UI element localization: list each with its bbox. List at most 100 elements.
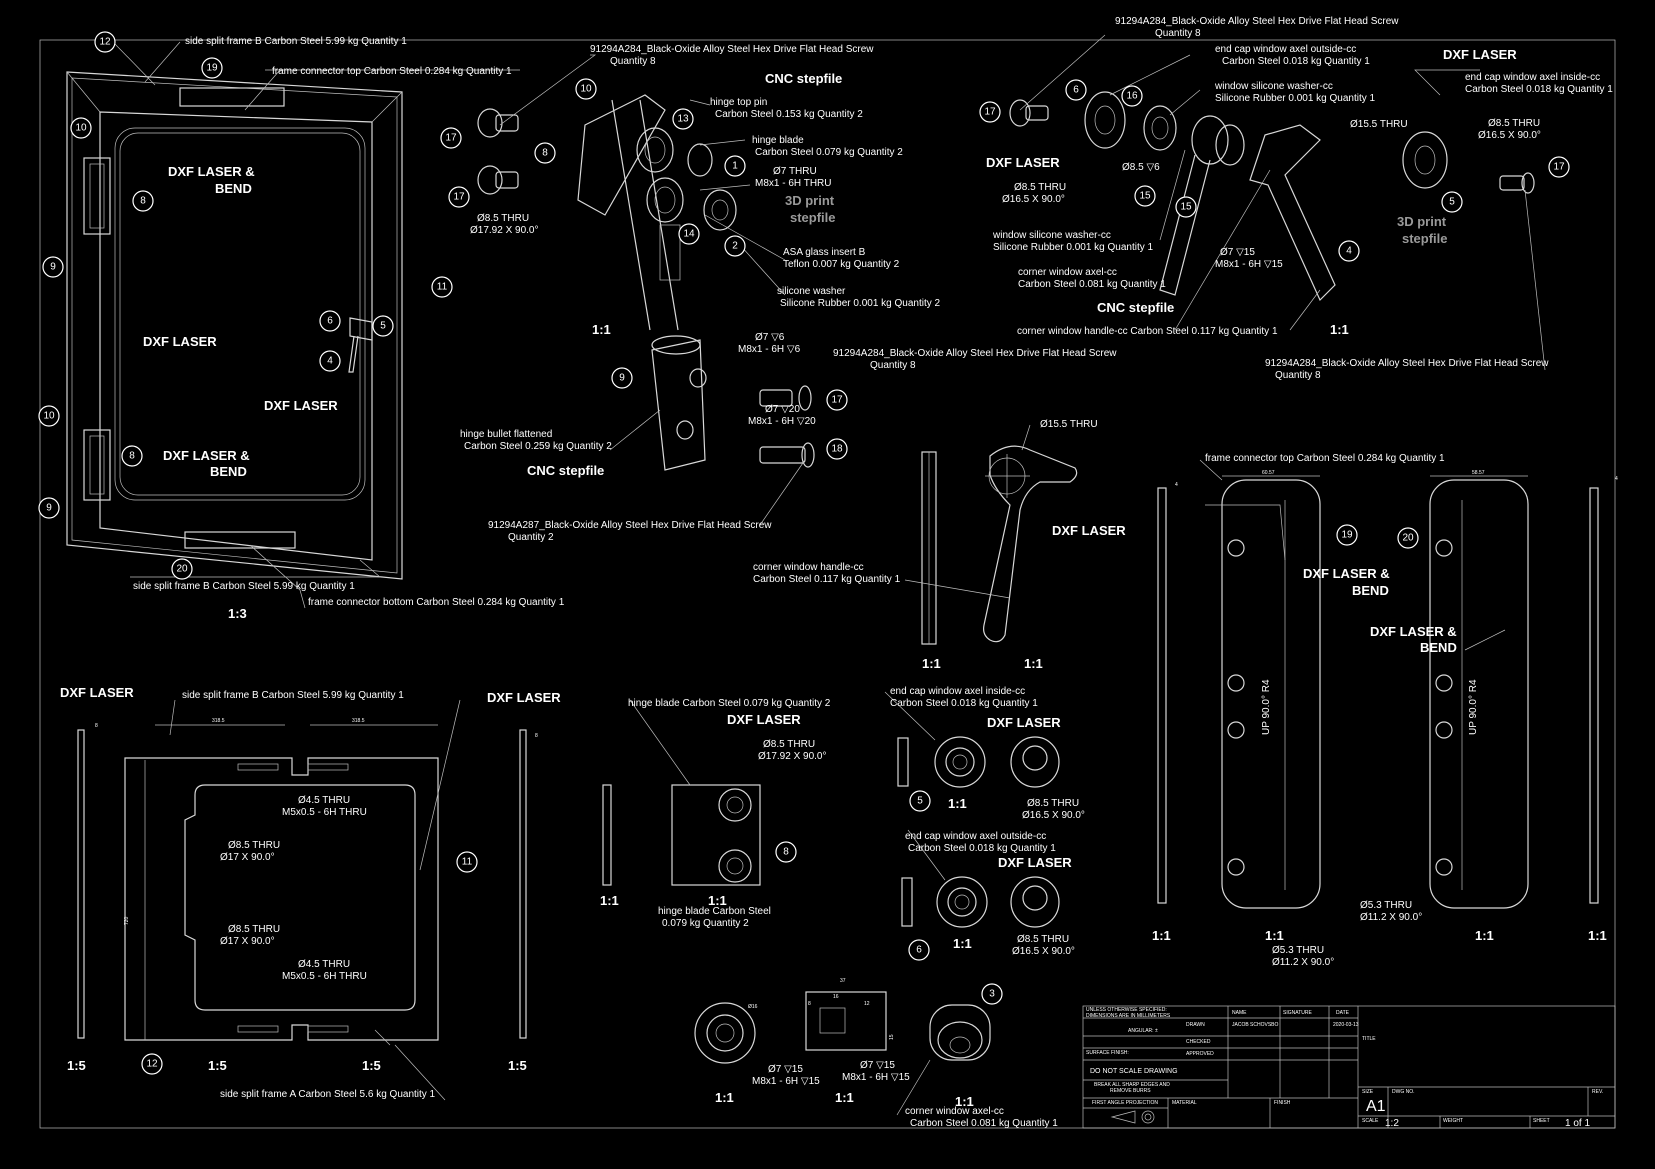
- process-label: DXF LASER: [487, 690, 561, 705]
- hole-callout: Ø16.5 X 90.0°: [1022, 810, 1085, 821]
- dimensions: 318.5 318.5 720 8 8 4 4 60.57 58.57 37 1…: [95, 470, 1618, 1040]
- balloon: 16: [1121, 85, 1143, 107]
- hole-callout: Ø15.5 THRU: [1350, 119, 1408, 130]
- note: window silicone washer-cc: [992, 230, 1111, 241]
- note: hinge top pin: [710, 97, 767, 108]
- tb-weight: WEIGHT: [1443, 1118, 1463, 1124]
- scale-label: 1:1: [715, 1090, 734, 1105]
- note: 91294A287_Black-Oxide Alloy Steel Hex Dr…: [488, 520, 772, 531]
- scale-label: 1:1: [922, 656, 941, 671]
- dimension: Ø16: [748, 1004, 758, 1010]
- balloon: 15: [1175, 196, 1197, 218]
- process-label: BEND: [215, 181, 252, 196]
- note: Quantity 2: [508, 532, 554, 543]
- svg-text:20: 20: [176, 564, 188, 575]
- note: 91294A284_Black-Oxide Alloy Steel Hex Dr…: [1265, 358, 1549, 369]
- hinge-blade-views: [602, 784, 761, 886]
- svg-text:12: 12: [99, 37, 111, 48]
- dimension: 720: [124, 916, 130, 925]
- svg-text:6: 6: [327, 316, 333, 327]
- scale-label: 1:1: [708, 893, 727, 908]
- dimension: 8: [95, 723, 98, 729]
- process-label: DXF LASER: [1443, 47, 1517, 62]
- balloon: 11: [431, 276, 453, 298]
- tb-angular: ANGULAR: ±: [1128, 1028, 1158, 1034]
- tb-scale: 1:2: [1385, 1118, 1399, 1129]
- balloons: 12 19 10 8 9 11 6 5 4 10 8 9 20 17 17 8 …: [38, 31, 1570, 1075]
- balloon: 10: [70, 117, 92, 139]
- scale-label: 1:1: [1024, 656, 1043, 671]
- hole-callout: Ø8.5 THRU: [763, 739, 815, 750]
- note: Quantity 8: [1155, 28, 1201, 39]
- hole-callout: Ø4.5 THRU: [298, 959, 350, 970]
- balloon: 19: [1336, 524, 1358, 546]
- note: corner window axel-cc: [1018, 267, 1117, 278]
- process-labels: DXF LASER & BEND DXF LASER DXF LASER DXF…: [60, 47, 1517, 870]
- svg-text:10: 10: [580, 84, 592, 95]
- balloon: 5: [1441, 191, 1463, 213]
- scale-label: 1:1: [835, 1090, 854, 1105]
- scale-label: 1:1: [1152, 928, 1171, 943]
- scale-label: 1:5: [208, 1058, 227, 1073]
- balloon: 10: [575, 78, 597, 100]
- process-label: DXF LASER: [727, 712, 801, 727]
- note: Silicone Rubber 0.001 kg Quantity 2: [780, 298, 941, 309]
- scale-label: 1:1: [948, 796, 967, 811]
- end-cap-views: [897, 736, 1060, 928]
- print-label: 3D print: [785, 193, 835, 208]
- process-label: DXF LASER: [60, 685, 134, 700]
- balloon: 19: [201, 57, 223, 79]
- hole-callout: Ø7 ▽15: [768, 1064, 803, 1075]
- hole-callout: Ø7 ▽15: [860, 1060, 895, 1071]
- process-label: DXF LASER: [143, 334, 217, 349]
- dimension: 15: [889, 1034, 895, 1040]
- balloon: 20: [1397, 527, 1419, 549]
- process-label: DXF LASER: [986, 155, 1060, 170]
- hole-callout: M5x0.5 - 6H THRU: [282, 807, 367, 818]
- process-label: DXF LASER: [998, 855, 1072, 870]
- balloon: 9: [38, 497, 60, 519]
- bend-note: UP 90.0° R4: [1261, 679, 1272, 735]
- hole-callout: M8x1 - 6H ▽15: [842, 1072, 910, 1083]
- dimension: 60.57: [1262, 470, 1275, 476]
- tb-col: NAME: [1232, 1010, 1247, 1016]
- hole-callout: Ø17.92 X 90.0°: [470, 225, 539, 236]
- tb-col: SIGNATURE: [1283, 1010, 1312, 1016]
- svg-text:10: 10: [43, 411, 55, 422]
- balloon: 9: [611, 367, 633, 389]
- svg-text:4: 4: [327, 356, 333, 367]
- process-label: BEND: [1420, 640, 1457, 655]
- hole-callout: Ø8.5 THRU: [1027, 798, 1079, 809]
- frame-connector-views: [1157, 475, 1599, 909]
- tb-size-label: SIZE: [1362, 1089, 1374, 1095]
- process-label: CNC stepfile: [765, 71, 842, 86]
- svg-text:11: 11: [437, 282, 448, 293]
- hole-callout: M8x1 - 6H ▽15: [752, 1076, 820, 1087]
- hole-callouts: Ø8.5 THRU Ø17.92 X 90.0° Ø7 THRU M8x1 - …: [220, 118, 1541, 1087]
- hole-callout: Ø5.3 THRU: [1360, 900, 1412, 911]
- balloon: 17: [448, 186, 470, 208]
- dimension: 8: [808, 1001, 811, 1007]
- note: side split frame B Carbon Steel 5.99 kg …: [182, 690, 404, 701]
- dimension: 8: [535, 733, 538, 739]
- svg-text:6: 6: [916, 945, 922, 956]
- note: Carbon Steel 0.018 kg Quantity 1: [1465, 84, 1613, 95]
- tb-finish: FINISH: [1274, 1100, 1291, 1106]
- svg-text:13: 13: [677, 114, 689, 125]
- balloon: 8: [534, 142, 556, 164]
- note: Carbon Steel 0.018 kg Quantity 1: [1222, 56, 1370, 67]
- note: corner window handle-cc Carbon Steel 0.1…: [1017, 326, 1278, 337]
- note: hinge bullet flattened: [460, 429, 552, 440]
- tb-scale-label: SCALE: [1362, 1118, 1379, 1124]
- svg-text:5: 5: [917, 796, 923, 807]
- svg-text:19: 19: [206, 63, 218, 74]
- scale-label: 1:5: [67, 1058, 86, 1073]
- note: Carbon Steel 0.018 kg Quantity 1: [890, 698, 1038, 709]
- process-label: CNC stepfile: [527, 463, 604, 478]
- tb-sheet: 1 of 1: [1565, 1118, 1590, 1129]
- hole-callout: Ø7 THRU: [773, 166, 817, 177]
- dimension: 318.5: [212, 718, 225, 724]
- hole-callout: Ø4.5 THRU: [298, 795, 350, 806]
- hole-callout: M8x1 - 6H ▽6: [738, 344, 801, 355]
